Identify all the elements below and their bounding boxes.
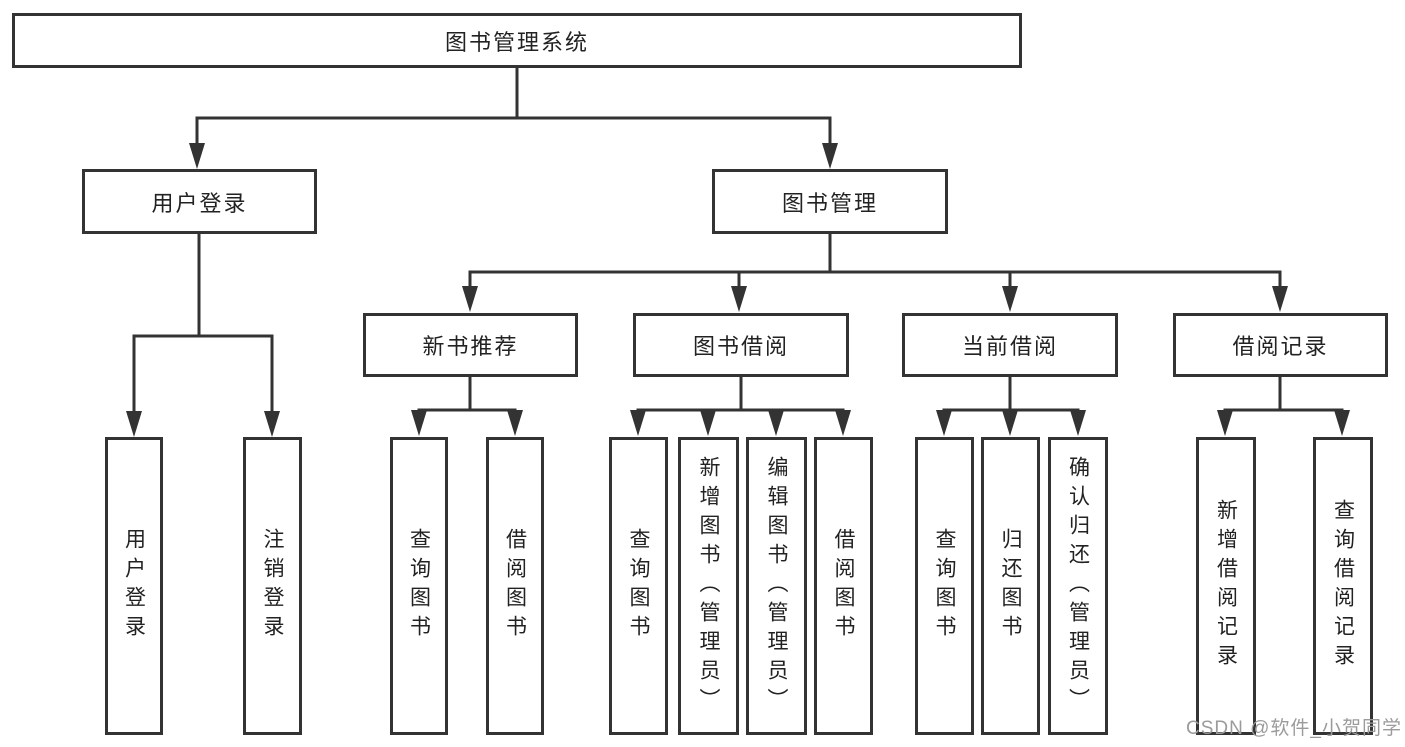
leaf-query-books-borrowing: 查询图书	[609, 437, 668, 735]
leaf-edit-book-admin: 编辑图书（管理员）	[746, 437, 807, 735]
leaf-return-books: 归还图书	[981, 437, 1040, 735]
leaf-borrow-books-recommend: 借阅图书	[486, 437, 544, 735]
leaf-query-books-recommend: 查询图书	[390, 437, 448, 735]
node-borrowing-records: 借阅记录	[1173, 313, 1388, 377]
node-library-system: 图书管理系统	[12, 13, 1022, 68]
node-current-borrowing: 当前借阅	[902, 313, 1118, 377]
leaf-confirm-return-admin: 确认归还（管理员）	[1048, 437, 1108, 735]
leaf-query-books-current: 查询图书	[915, 437, 974, 735]
leaf-logout: 注销登录	[243, 437, 302, 735]
leaf-query-borrow-record: 查询借阅记录	[1313, 437, 1373, 735]
leaf-add-book-admin: 新增图书（管理员）	[678, 437, 739, 735]
leaf-add-borrow-record: 新增借阅记录	[1196, 437, 1256, 735]
leaf-borrow-books-borrowing: 借阅图书	[814, 437, 873, 735]
node-new-book-recommendation: 新书推荐	[363, 313, 578, 377]
node-user-login: 用户登录	[82, 169, 317, 234]
node-book-borrowing: 图书借阅	[633, 313, 849, 377]
watermark: CSDN @软件_小贺同学	[1186, 718, 1402, 739]
leaf-user-login: 用户登录	[105, 437, 163, 735]
node-book-management: 图书管理	[712, 169, 948, 234]
